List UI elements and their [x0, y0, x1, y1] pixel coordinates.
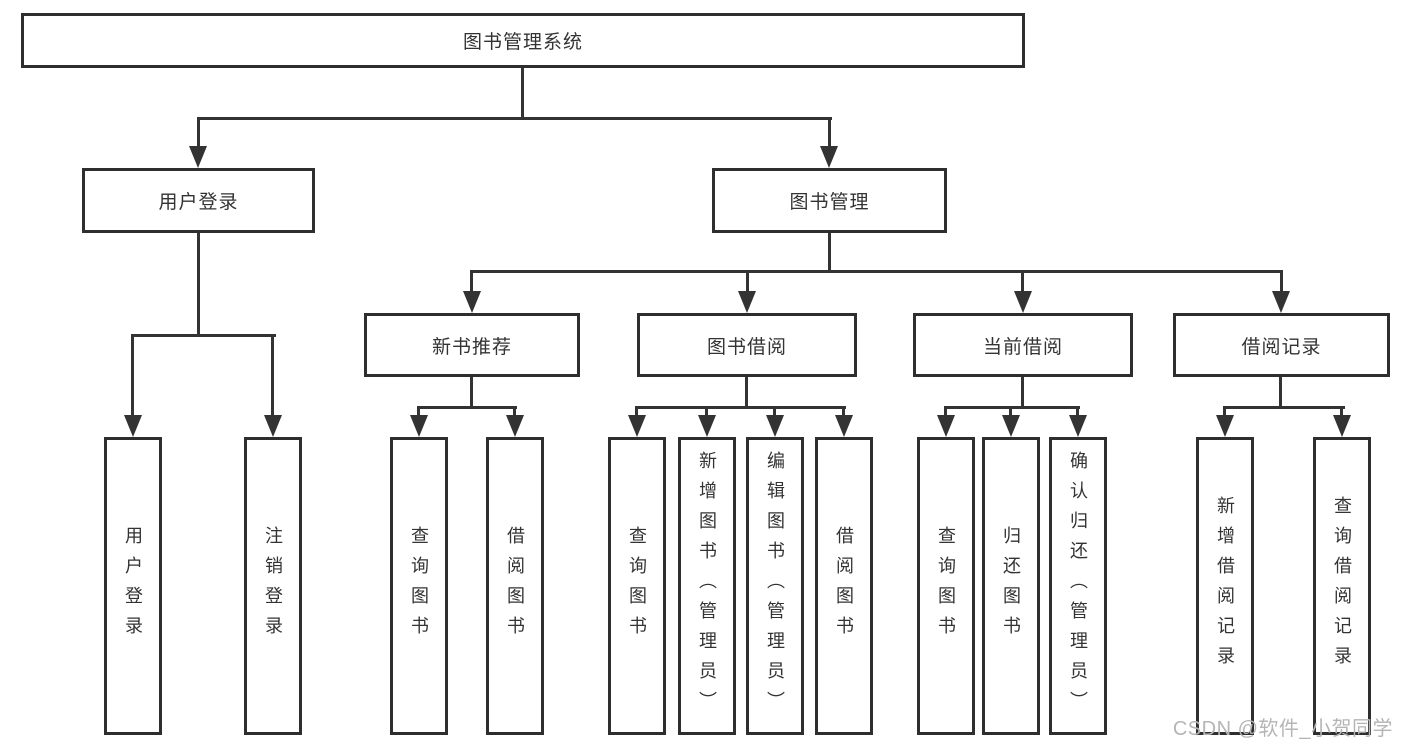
- connector-line: [470, 270, 1283, 273]
- connector-line: [1280, 270, 1283, 291]
- connector-line: [1223, 406, 1226, 417]
- node-label: 归还图书: [1001, 526, 1021, 646]
- arrow-down-icon: [766, 415, 784, 437]
- leaf-borrow-books-2: 借阅图书: [815, 437, 873, 735]
- node-label: 新增图书（管理员）: [697, 451, 717, 721]
- arrow-down-icon: [1216, 415, 1234, 437]
- node-label: 借阅图书: [505, 526, 525, 646]
- connector-line: [842, 406, 845, 417]
- arrow-down-icon: [820, 146, 838, 168]
- connector-line: [470, 377, 473, 409]
- connector-line: [828, 233, 831, 273]
- node-label: 借阅图书: [834, 526, 854, 646]
- connector-line: [1021, 270, 1024, 291]
- node-book-management: 图书管理: [712, 168, 947, 233]
- watermark: CSDN @软件_小贺同学: [1172, 718, 1393, 740]
- node-label: 用户登录: [158, 192, 239, 213]
- node-user-login: 用户登录: [82, 168, 315, 233]
- connector-line: [131, 334, 276, 337]
- connector-line: [746, 270, 749, 291]
- arrow-down-icon: [124, 415, 142, 437]
- leaf-confirm-return-admin: 确认归还（管理员）: [1049, 437, 1107, 735]
- arrow-down-icon: [1014, 291, 1032, 313]
- leaf-query-books-3: 查询图书: [917, 437, 975, 735]
- connector-line: [513, 406, 516, 417]
- arrow-down-icon: [506, 415, 524, 437]
- arrow-down-icon: [835, 415, 853, 437]
- node-label: 注销登录: [263, 526, 283, 646]
- node-new-book-recommendation: 新书推荐: [364, 313, 580, 377]
- node-label: 查询图书: [627, 526, 647, 646]
- node-label: 新书推荐: [431, 336, 512, 358]
- connector-line: [1076, 406, 1079, 417]
- arrow-down-icon: [698, 415, 716, 437]
- connector-line: [271, 334, 274, 415]
- arrow-down-icon: [937, 415, 955, 437]
- connector-line: [705, 406, 708, 417]
- connector-line: [745, 377, 748, 409]
- connector-line: [1009, 406, 1012, 417]
- leaf-query-borrow-record: 查询借阅记录: [1313, 437, 1371, 735]
- connector-line: [521, 68, 524, 118]
- arrow-down-icon: [1069, 415, 1087, 437]
- connector-line: [773, 406, 776, 417]
- connector-line: [417, 406, 420, 417]
- arrow-down-icon: [1272, 291, 1290, 313]
- connector-line: [635, 406, 638, 417]
- leaf-edit-book-admin: 编辑图书（管理员）: [746, 437, 804, 735]
- leaf-borrow-books: 借阅图书: [486, 437, 544, 735]
- leaf-add-book-admin: 新增图书（管理员）: [678, 437, 736, 735]
- leaf-user-login: 用户登录: [104, 437, 162, 735]
- node-label: 编辑图书（管理员）: [765, 451, 785, 721]
- node-label: 用户登录: [123, 526, 143, 646]
- node-book-borrowing: 图书借阅: [637, 313, 857, 377]
- connector-line: [1279, 377, 1282, 409]
- node-label: 新增借阅记录: [1215, 496, 1235, 676]
- node-label: 查询图书: [936, 526, 956, 646]
- leaf-query-books: 查询图书: [390, 437, 448, 735]
- arrow-down-icon: [463, 291, 481, 313]
- connector-line: [470, 270, 473, 291]
- connector-line: [944, 406, 947, 417]
- connector-line: [417, 406, 517, 409]
- arrow-down-icon: [264, 415, 282, 437]
- arrow-down-icon: [628, 415, 646, 437]
- node-library-management-system: 图书管理系统: [21, 13, 1025, 68]
- connector-line: [197, 117, 200, 147]
- node-label: 当前借阅: [982, 336, 1063, 358]
- connector-line: [197, 117, 832, 120]
- node-label: 借阅记录: [1241, 336, 1322, 358]
- leaf-query-books-2: 查询图书: [608, 437, 666, 735]
- arrow-down-icon: [738, 291, 756, 313]
- leaf-add-borrow-record: 新增借阅记录: [1196, 437, 1254, 735]
- connector-line: [828, 117, 831, 147]
- node-borrowing-records: 借阅记录: [1173, 313, 1390, 377]
- arrow-down-icon: [1002, 415, 1020, 437]
- node-label: 查询图书: [409, 526, 429, 646]
- connector-line: [1021, 377, 1024, 409]
- leaf-return-books: 归还图书: [982, 437, 1040, 735]
- arrow-down-icon: [1333, 415, 1351, 437]
- connector-line: [197, 233, 200, 337]
- node-label: 图书管理系统: [462, 32, 583, 53]
- node-label: 查询借阅记录: [1332, 496, 1352, 676]
- leaf-logout: 注销登录: [244, 437, 302, 735]
- node-label: 确认归还（管理员）: [1068, 451, 1088, 721]
- arrow-down-icon: [189, 146, 207, 168]
- arrow-down-icon: [410, 415, 428, 437]
- node-current-borrowing: 当前借阅: [913, 313, 1133, 377]
- connector-line: [944, 406, 1080, 409]
- node-label: 图书借阅: [706, 336, 787, 358]
- connector-line: [131, 334, 134, 415]
- connector-line: [1340, 406, 1343, 417]
- connector-line: [635, 406, 846, 409]
- connector-line: [1223, 406, 1345, 409]
- node-label: 图书管理: [789, 192, 870, 213]
